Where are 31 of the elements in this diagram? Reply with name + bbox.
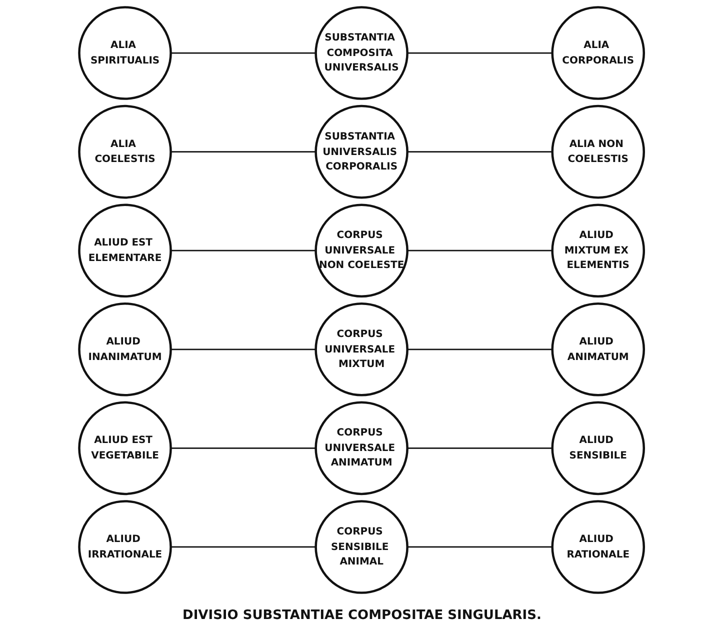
node-circle: CORPUS SENSIBILE ANIMAL [315,500,409,594]
connector [171,151,316,152]
connector [408,348,553,350]
connector [408,151,553,152]
caption: DIVISIO SUBSTANTIAE COMPOSITAE SINGULARIS. [182,608,542,623]
node-circle: ALIUD RATIONALE [552,500,646,594]
node-circle: ALIUD SENSIBILE [552,401,646,496]
connector [408,546,553,548]
node-circle: ALIUD INANIMATUM [78,302,172,396]
node-circle: ALIUD MIXTUM EX ELEMENTIS [552,204,646,298]
node-circle: SUBSTANTIA COMPOSITA UNIVERSALIS [315,6,409,100]
node-circle: ALIA SPIRITUALIS [78,6,172,100]
node-circle: SUBSTANTIA UNIVERSALIS CORPORALIS [315,104,409,199]
node-circle: ALIUD EST ELEMENTARE [78,204,172,298]
connector [171,250,316,252]
connector [408,250,553,252]
node-circle: ALIA NON COELESTIS [552,104,646,199]
node-circle: CORPUS UNIVERSALE MIXTUM [315,302,409,396]
node-circle: ALIA CORPORALIS [552,6,646,100]
node-circle: ALIUD ANIMATUM [552,302,646,396]
connector [171,448,316,449]
connector [171,348,316,350]
connector [171,546,316,548]
connector [408,52,553,54]
node-circle: ALIA COELESTIS [78,104,172,199]
node-circle: CORPUS UNIVERSALE ANIMATUM [315,401,409,496]
node-circle: ALIUD EST VEGETABILE [78,401,172,496]
connector [408,448,553,449]
node-circle: CORPUS UNIVERSALE NON COELESTE [315,204,409,298]
connector [171,52,316,54]
node-circle: ALIUD IRRATIONALE [78,500,172,594]
